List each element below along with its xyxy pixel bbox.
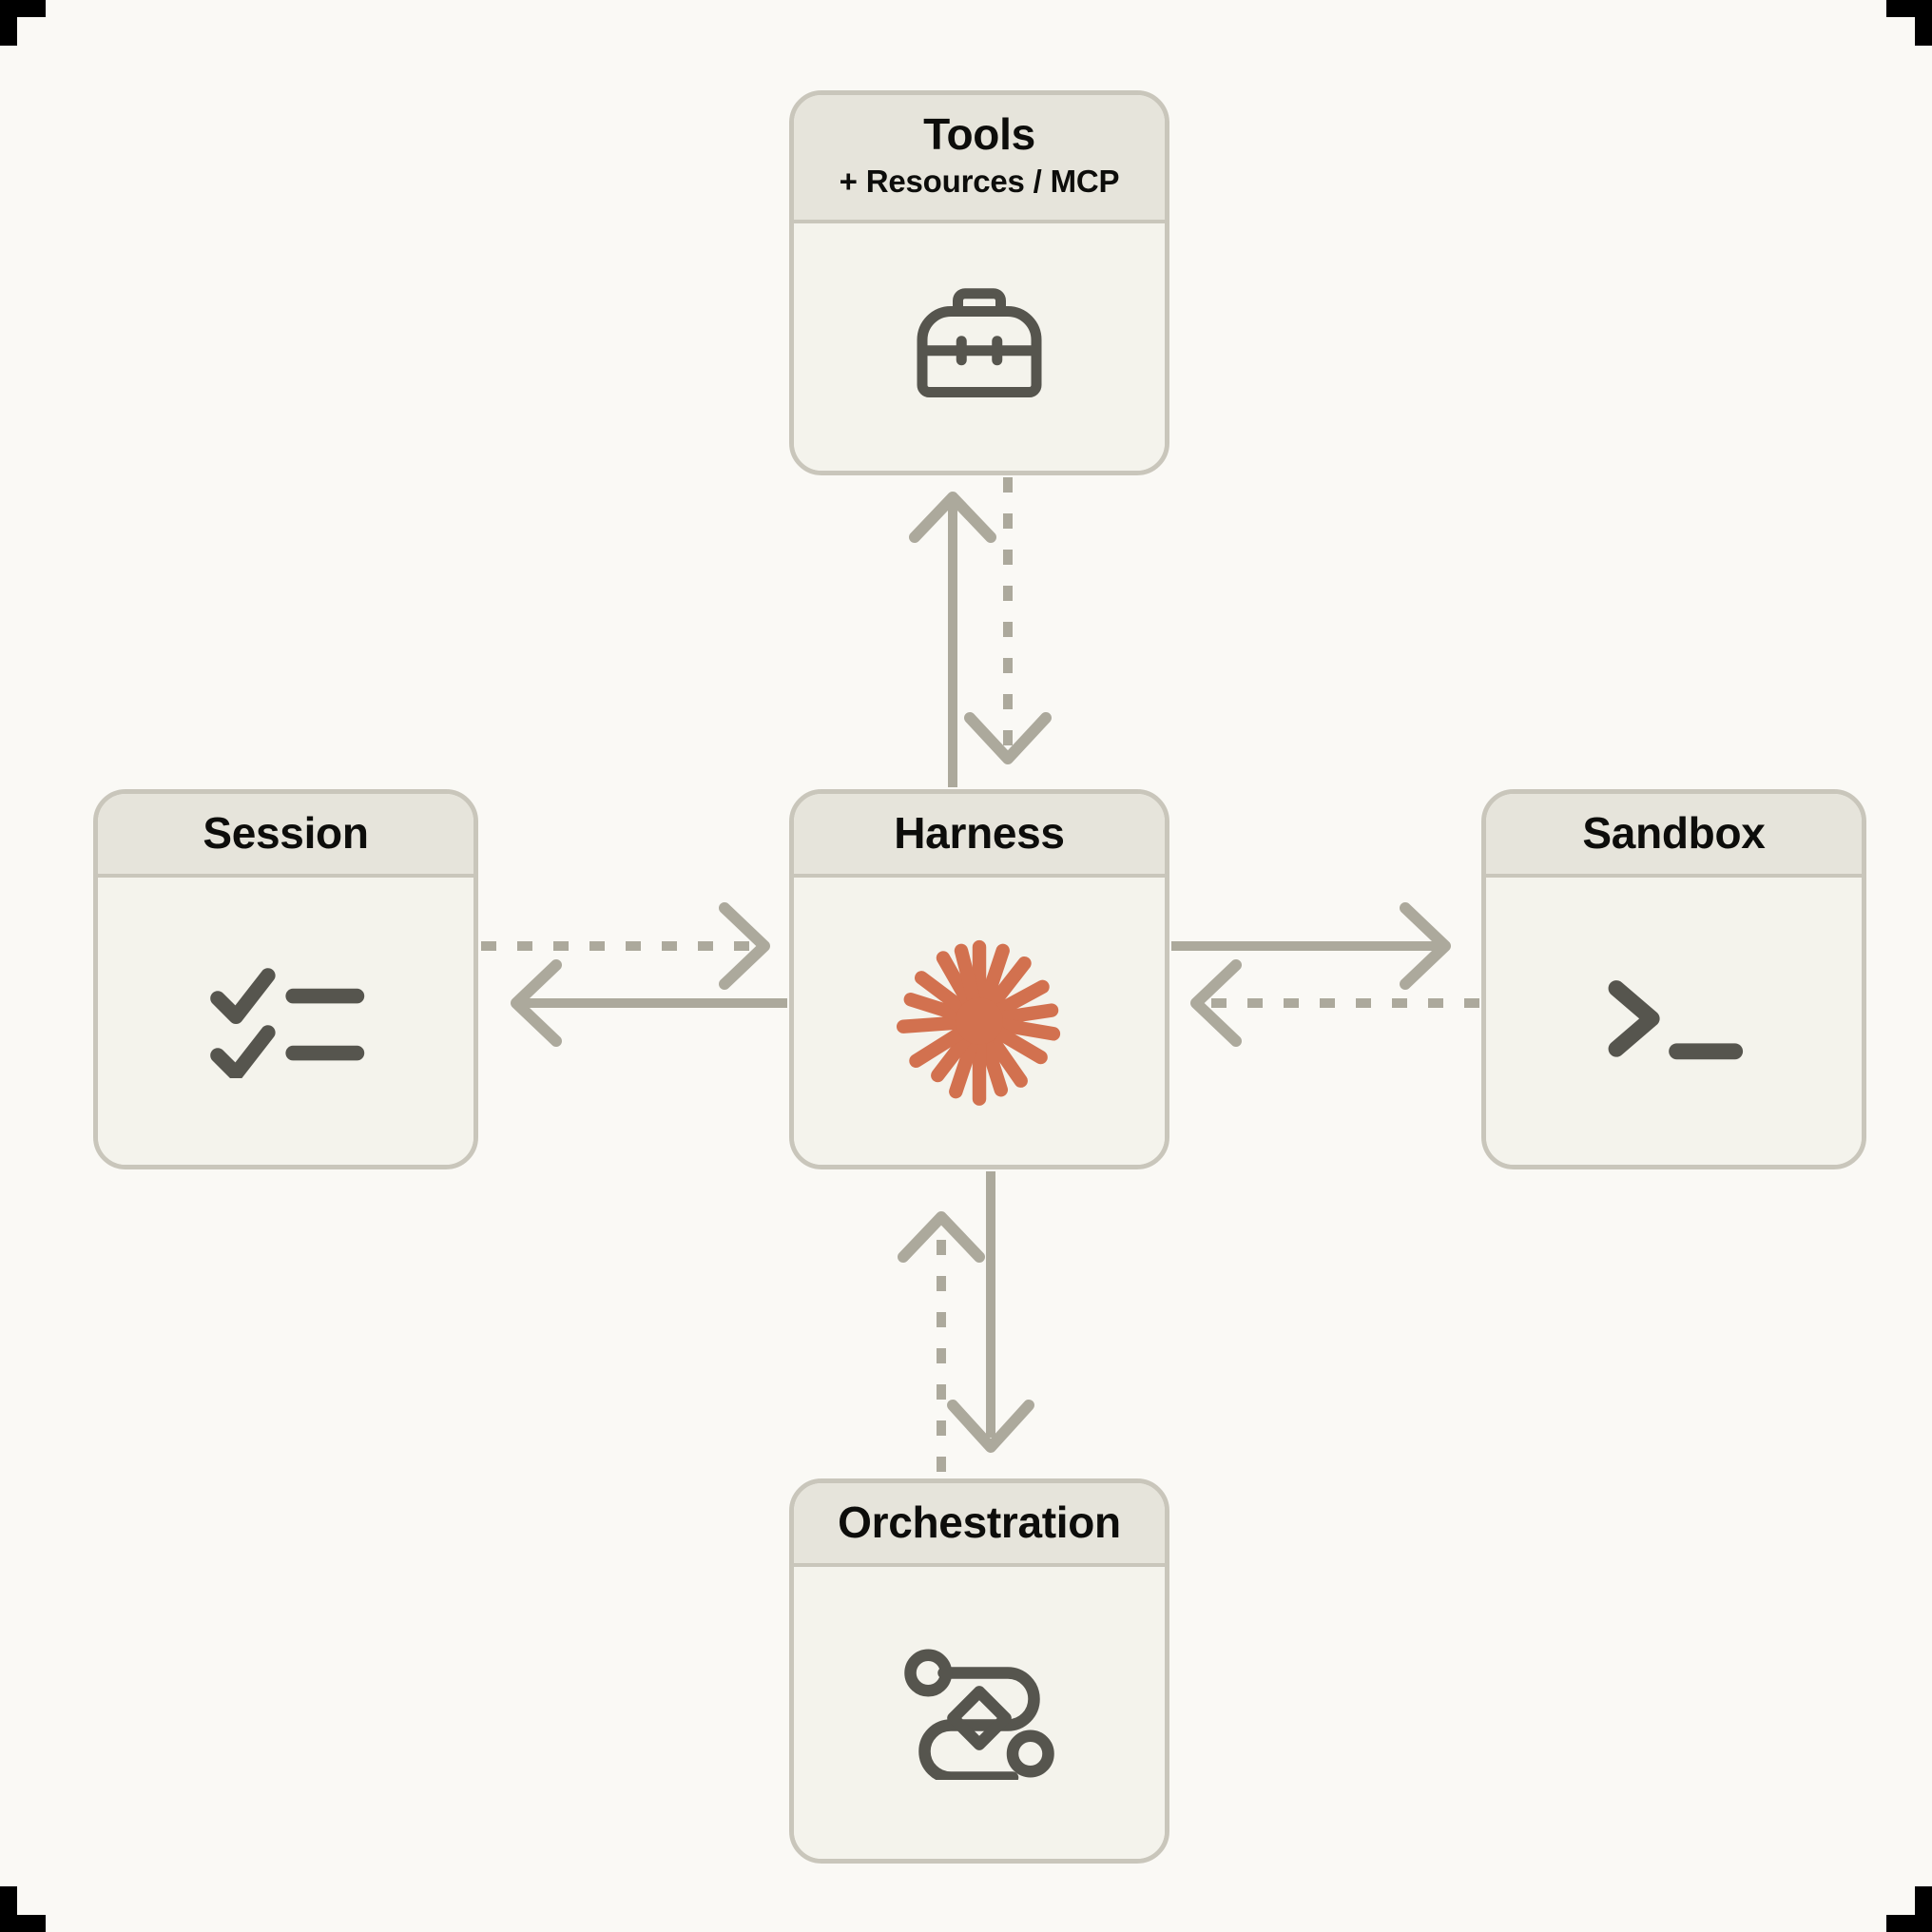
node-orchestration[interactable]: Orchestration	[789, 1478, 1169, 1864]
connector-orchestration-to-harness	[898, 1211, 985, 1472]
node-harness-body	[794, 878, 1165, 1165]
connector-sandbox-to-harness	[1190, 959, 1479, 1047]
node-session[interactable]: Session	[93, 789, 478, 1169]
connector-tools-to-harness	[964, 477, 1052, 764]
node-harness-title: Harness	[894, 808, 1065, 859]
node-tools[interactable]: Tools + Resources / MCP	[789, 90, 1169, 475]
node-tools-body	[794, 223, 1165, 471]
workflow-path-icon	[903, 1647, 1055, 1780]
connector-harness-to-orchestration	[947, 1171, 1034, 1453]
toolbox-icon	[908, 280, 1051, 414]
starburst-icon	[889, 931, 1070, 1111]
node-harness[interactable]: Harness	[789, 789, 1169, 1169]
node-session-body	[98, 878, 473, 1165]
node-orchestration-body	[794, 1567, 1165, 1859]
node-orchestration-title: Orchestration	[838, 1497, 1121, 1548]
terminal-prompt-icon	[1598, 971, 1750, 1072]
connector-harness-to-session	[511, 959, 787, 1047]
node-session-header: Session	[98, 794, 473, 878]
node-sandbox-title: Sandbox	[1582, 808, 1766, 859]
connector-session-to-harness	[481, 902, 770, 990]
node-tools-title: Tools	[923, 108, 1035, 159]
crop-mark-top-right	[1886, 0, 1932, 46]
anthropic-starburst	[896, 939, 1061, 1106]
crop-mark-bottom-left	[0, 1886, 46, 1932]
node-orchestration-header: Orchestration	[794, 1483, 1165, 1567]
node-session-title: Session	[203, 808, 369, 859]
node-sandbox-header: Sandbox	[1486, 794, 1862, 878]
node-tools-header: Tools + Resources / MCP	[794, 95, 1165, 223]
node-harness-header: Harness	[794, 794, 1165, 878]
node-sandbox-body	[1486, 878, 1862, 1165]
connector-harness-to-sandbox	[1171, 902, 1451, 990]
node-sandbox[interactable]: Sandbox	[1481, 789, 1866, 1169]
crop-mark-top-left	[0, 0, 46, 46]
crop-mark-bottom-right	[1886, 1886, 1932, 1932]
checklist-icon	[206, 964, 366, 1078]
node-tools-subtitle: + Resources / MCP	[839, 164, 1120, 200]
connector-harness-to-tools	[909, 492, 996, 787]
